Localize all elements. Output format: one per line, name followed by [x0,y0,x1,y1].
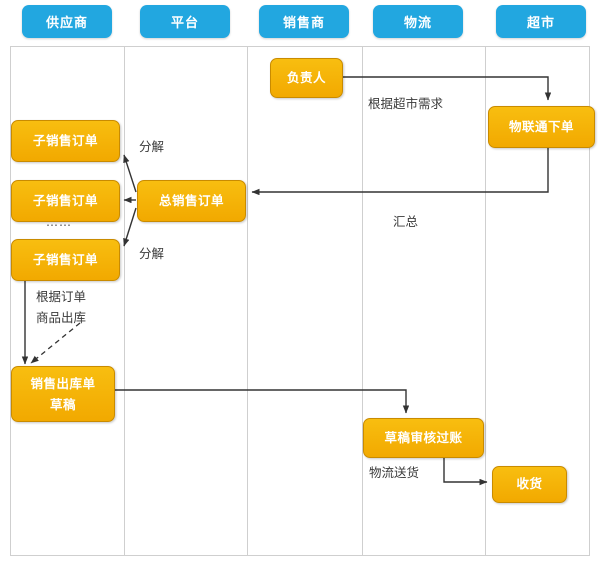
node-zi-xiaoshou-dingdan-1[interactable]: 子销售订单 [11,120,120,162]
lane-header-supplier: 供应商 [22,5,112,38]
lane-header-supermarket: 超市 [496,5,586,38]
lane-divider-2 [247,46,248,556]
edge-label-text: 汇总 [393,214,419,229]
node-zi-xiaoshou-dingdan-2[interactable]: 子销售订单 [11,180,120,222]
edge-label-goods-outbound: 商品出库 [36,307,86,326]
edge-label-split-bottom: 分解 [139,243,164,262]
ellipsis-label: …… [46,215,72,229]
node-fuzeren[interactable]: 负责人 [270,58,343,98]
lane-divider-3 [362,46,363,556]
lane-divider-1 [124,46,125,556]
node-label: 总销售订单 [158,192,224,208]
lane-divider-4 [485,46,486,556]
edge-label-text: 物流送货 [369,465,420,480]
edge-label-text: 商品出库 [36,310,87,325]
ellipsis-more-suborders: …… [46,215,72,229]
node-label: 子销售订单 [32,192,98,208]
lane-header-platform: 平台 [140,5,230,38]
edge-label-per-order: 根据订单 [36,286,86,305]
node-caogao-shenhe-guozhang[interactable]: 草稿审核过账 [363,418,484,458]
lane-header-label: 超市 [526,16,555,31]
edge-label-split-top: 分解 [139,136,164,155]
node-wulian-tong-xiadan[interactable]: 物联通下单 [488,106,595,148]
node-label: 子销售订单 [32,251,98,267]
lane-header-logistics: 物流 [373,5,463,38]
edge-label-aggregate: 汇总 [393,211,418,230]
node-label: 物联通下单 [508,118,574,134]
edge-label-text: 根据超市需求 [368,96,444,111]
edge-label-logistics-delivery: 物流送货 [369,462,419,481]
edge-label-text: 分解 [139,246,165,261]
edge-label-text: 根据订单 [36,289,87,304]
node-label-line2: 草稿 [49,397,76,412]
lane-header-label: 供应商 [45,16,88,31]
lane-header-label: 平台 [170,16,199,31]
node-shouhuo[interactable]: 收货 [492,466,567,503]
node-zong-xiaoshou-dingdan[interactable]: 总销售订单 [137,180,246,222]
node-label-line1: 销售出库单 [30,375,96,391]
lane-header-distributor: 销售商 [259,5,349,38]
lane-header-label: 销售商 [282,16,325,31]
node-zi-xiaoshou-dingdan-3[interactable]: 子销售订单 [11,239,120,281]
edge-label-supermarket-demand: 根据超市需求 [368,93,443,112]
node-label: 子销售订单 [32,132,98,148]
node-label: 草稿审核过账 [384,429,463,445]
edge-label-text: 分解 [139,139,165,154]
node-xiaoshou-chuku-dan[interactable]: 销售出库单 草稿 [11,366,115,422]
node-label: 负责人 [286,69,326,85]
node-label: 收货 [516,476,543,492]
lane-header-label: 物流 [403,16,432,31]
